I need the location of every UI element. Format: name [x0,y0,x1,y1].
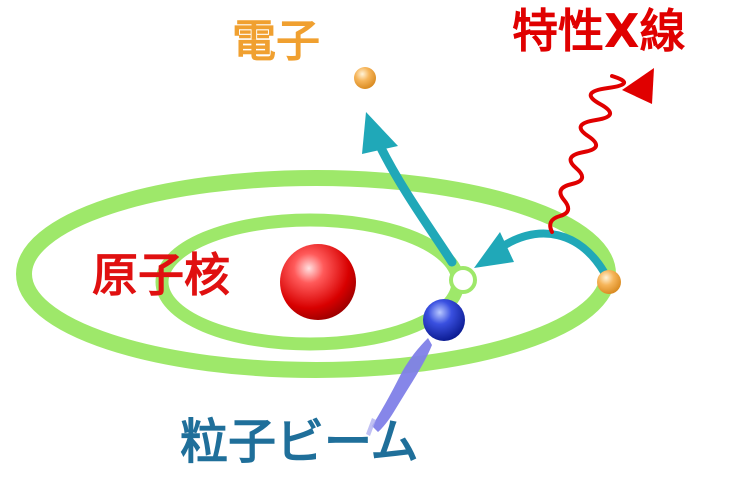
particle-beam-trail [366,418,376,436]
nucleus [280,244,356,320]
particle-beam-label: 粒子ビーム [180,414,419,470]
transition-arrow [496,229,608,276]
projectile-particle [423,299,465,341]
nucleus-label: 原子核 [92,248,230,302]
particle-beam-stream [372,338,432,432]
outer-electron [597,270,621,294]
xray-wave [548,74,626,234]
ejected-electron-arrowhead [362,112,398,154]
characteristic-xray-label: 特性X線 [512,4,686,58]
ejected-electron-arrow [375,141,457,267]
vacancy-hole [449,266,477,294]
transition-arrowhead [474,232,514,268]
xray-arrowhead [622,68,654,104]
electron-label: 電子 [232,16,320,67]
ejected-electron [354,67,376,89]
